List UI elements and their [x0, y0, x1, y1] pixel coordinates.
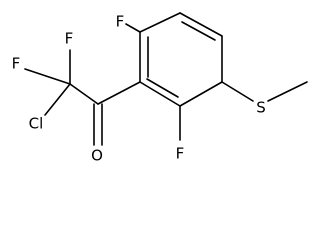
alpha-fluorine-left: F — [12, 55, 21, 73]
ring-bond-c1-c2 — [139, 12, 181, 33]
bond-alpha-cl — [44, 83, 71, 116]
ring-bond-c2-c3-inner — [181, 21, 216, 41]
carbonyl-oxygen: O — [91, 147, 103, 165]
bond-ring-f-top — [125, 23, 141, 33]
ring-bond-c2-c3 — [179, 12, 223, 37]
alpha-fluorine-right: F — [65, 30, 74, 48]
bond-s-methyl — [267, 81, 308, 102]
ring-bond-c5-c6 — [139, 81, 181, 107]
atom-labels: F F F F Cl O S — [12, 13, 266, 165]
bond-ring-s — [221, 81, 254, 102]
ring-bond-c4-c5 — [179, 81, 223, 107]
molecule-structure: F F F F Cl O S — [12, 12, 308, 165]
ring-bond-c5-c6-inner — [146, 78, 179, 98]
thioether-sulfur: S — [256, 99, 266, 117]
bond-alpha-f-left — [24, 68, 71, 85]
bond-ring-carbonyl — [97, 81, 141, 105]
bonds — [24, 12, 308, 146]
bond-carbonyl-alpha — [69, 83, 99, 105]
ring-fluorine-bottom: F — [176, 145, 185, 163]
alpha-chlorine: Cl — [29, 115, 44, 133]
ring-fluorine-top: F — [116, 13, 125, 31]
